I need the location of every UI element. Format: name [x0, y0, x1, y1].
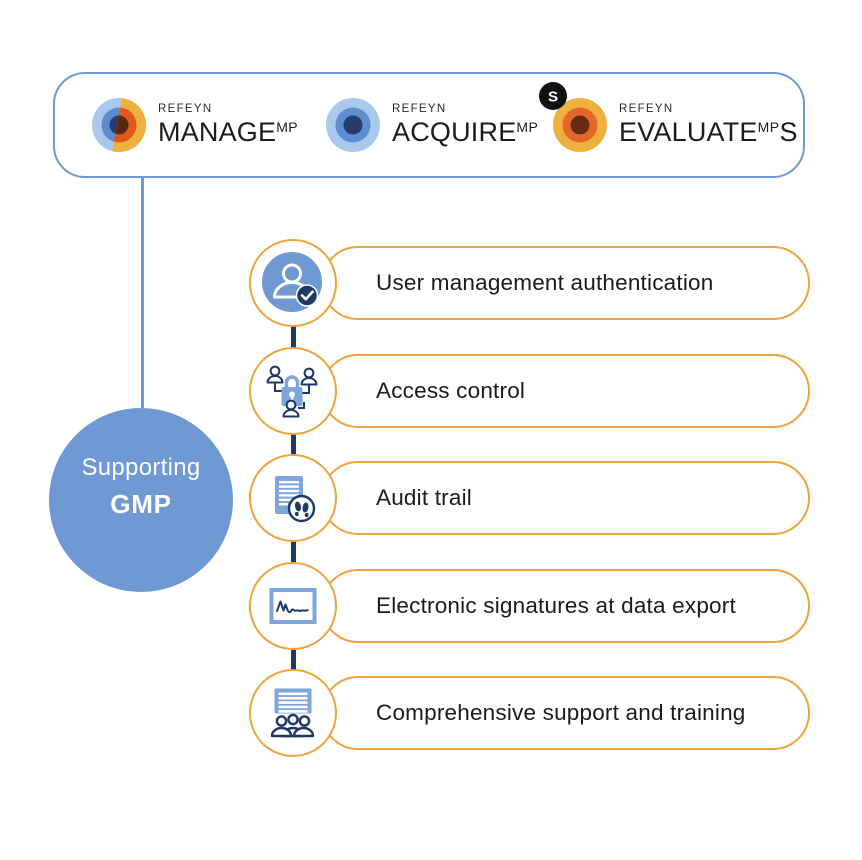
product-name: ACQUIREMP [392, 116, 539, 147]
s-badge-icon [539, 82, 567, 110]
hub-title: Supporting [81, 454, 201, 481]
product-evaluate: S REFEYN EVALUATEMPS [539, 82, 798, 152]
access-lock-icon [249, 346, 337, 435]
product-superscript: MP [516, 118, 539, 135]
feature-pill-access-control: Access control [321, 353, 810, 428]
evaluate-logo-icon: S [539, 82, 607, 152]
audit-footprints-icon [249, 454, 337, 542]
product-suffix: S [779, 116, 798, 147]
feature-pill-support-training: Comprehensive support and training [321, 676, 810, 750]
feature-pill-user-management: User management authentication [321, 246, 810, 320]
brand-label: REFEYN [392, 103, 447, 116]
product-manage: REFEYN MANAGEMP [92, 98, 298, 152]
product-name: MANAGEMP [158, 116, 299, 147]
supporting-gmp-circle: Supporting GMP [49, 408, 233, 592]
product-suite-box: REFEYN MANAGEMP REFEYN ACQUIREMP [53, 72, 805, 178]
product-name: EVALUATEMPS [619, 116, 798, 147]
feature-label: Audit trail [376, 485, 472, 510]
product-superscript: MP [276, 118, 299, 135]
product-acquire: REFEYN ACQUIREMP [326, 98, 538, 152]
feature-label: Comprehensive support and training [376, 700, 746, 725]
training-icon [249, 669, 337, 757]
s-badge-letter: S [548, 89, 558, 106]
feature-label: User management authentication [376, 270, 714, 295]
hub-gmp-label: GMP [110, 489, 172, 519]
user-check-icon [249, 239, 337, 327]
feature-label: Access control [376, 377, 526, 403]
acquire-logo-icon [326, 98, 380, 152]
signature-icon [249, 561, 337, 650]
brand-label: REFEYN [158, 103, 213, 116]
product-superscript: MP [757, 118, 780, 135]
feature-label: Electronic signatures at data export [376, 592, 736, 618]
brand-label: REFEYN [619, 103, 674, 116]
feature-pill-audit-trail: Audit trail [321, 461, 810, 535]
manage-logo-icon [92, 98, 146, 152]
connector-box-to-hub [141, 176, 144, 408]
feature-pill-electronic-signatures: Electronic signatures at data export [321, 568, 810, 643]
